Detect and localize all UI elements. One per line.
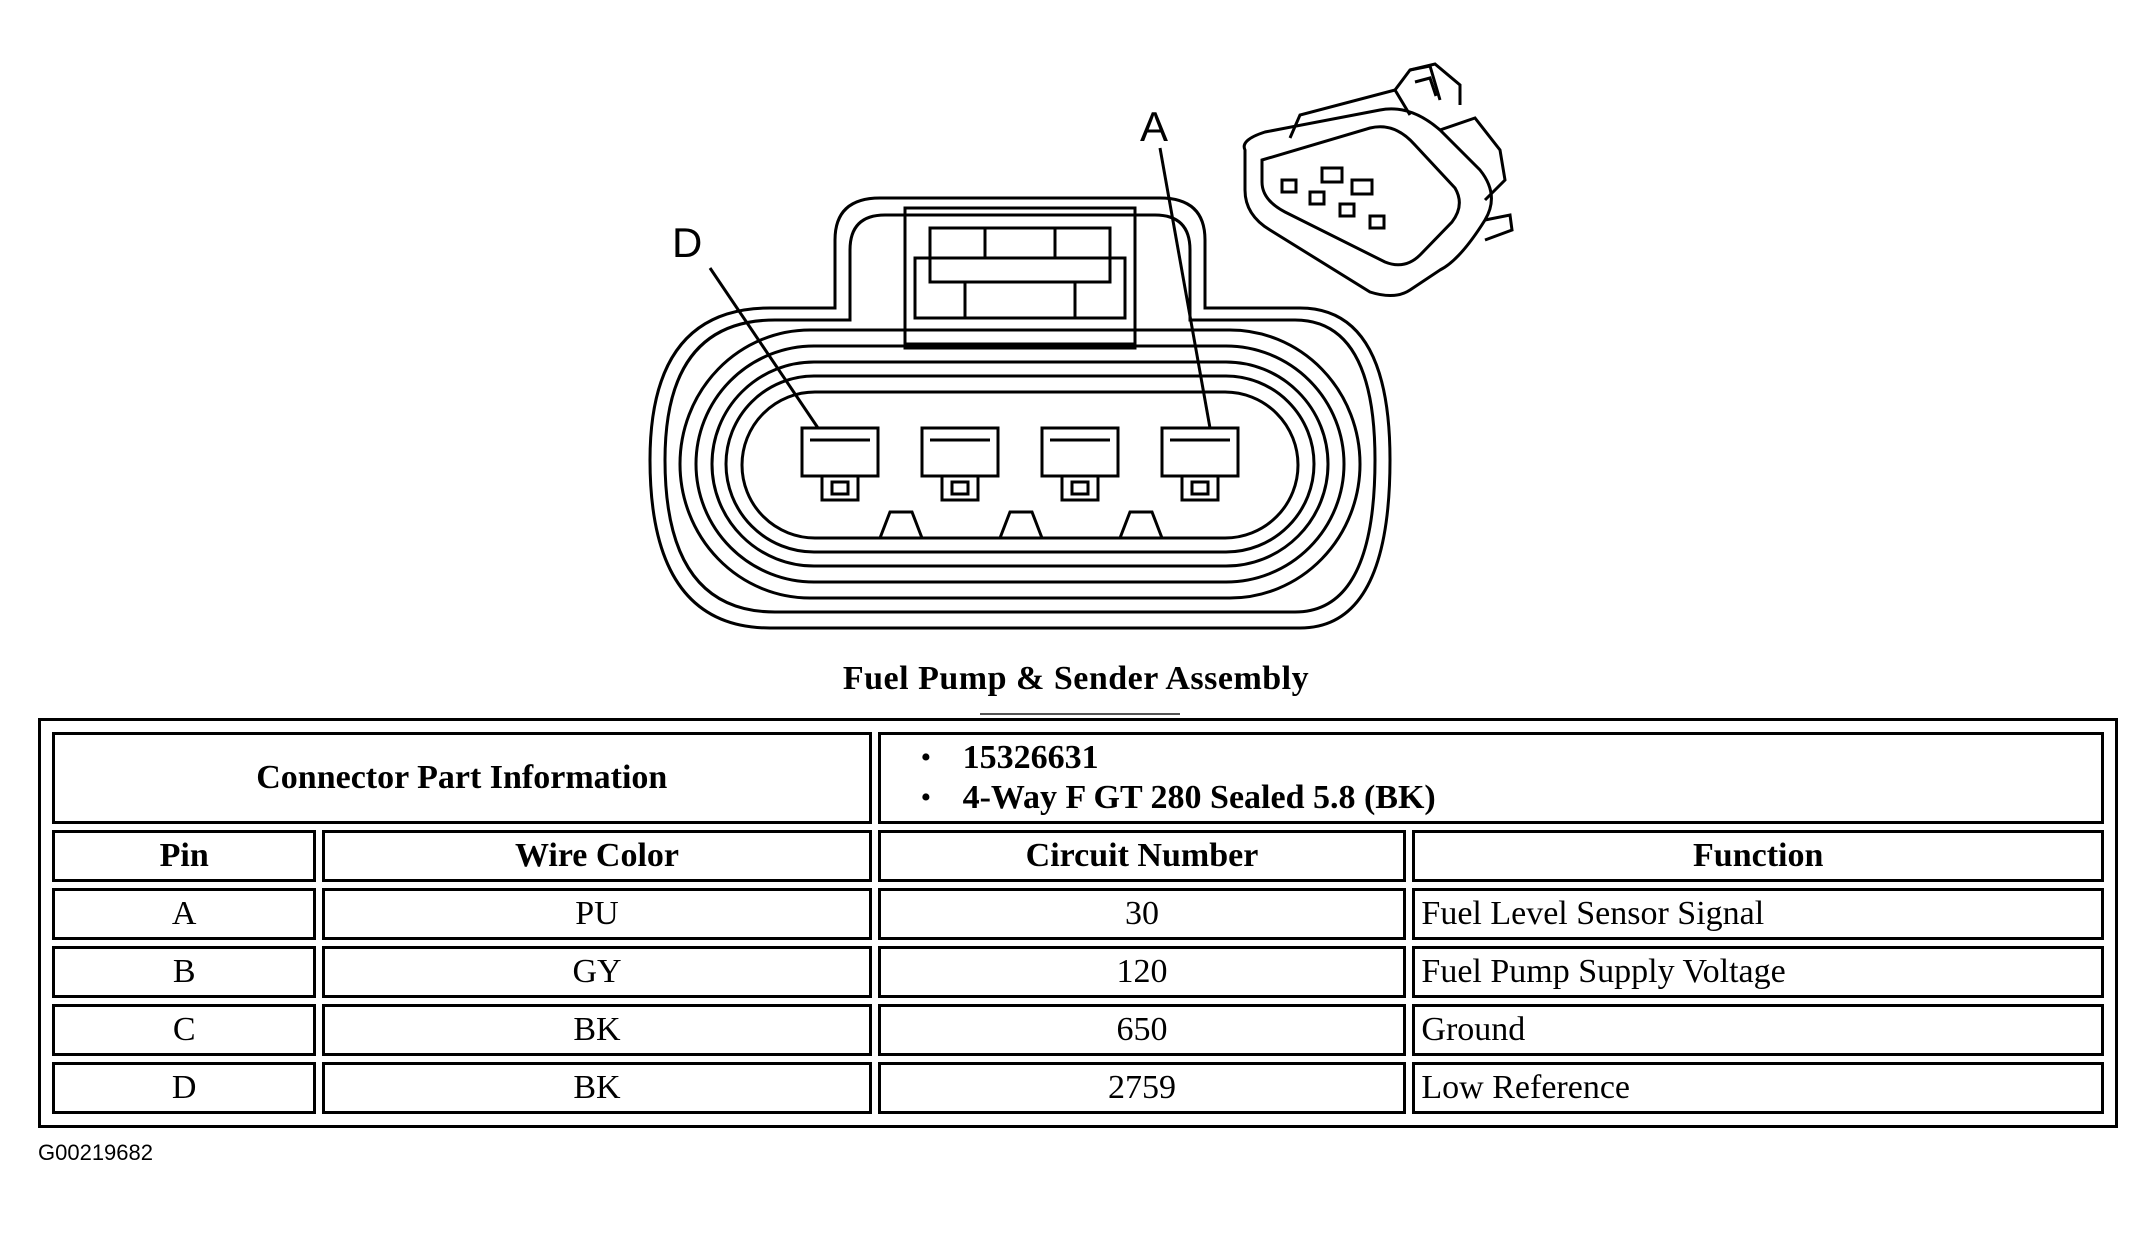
cell-pin: B xyxy=(52,946,317,998)
table-row: D BK 2759 Low Reference xyxy=(52,1062,2104,1114)
connector-part-number: 15326631 xyxy=(921,738,2095,778)
connector-info-row: Connector Part Information 15326631 4-Wa… xyxy=(52,732,2104,824)
cell-circuit-number: 2759 xyxy=(877,1062,1407,1114)
header-wire-color: Wire Color xyxy=(322,830,872,882)
pin-label-d: D xyxy=(672,219,703,266)
cell-function: Fuel Pump Supply Voltage xyxy=(1412,946,2104,998)
figure-id: G00219682 xyxy=(38,1140,153,1165)
table-row: B GY 120 Fuel Pump Supply Voltage xyxy=(52,946,2104,998)
table-header-row: Pin Wire Color Circuit Number Function xyxy=(52,830,2104,882)
connector-info-list: 15326631 4-Way F GT 280 Sealed 5.8 (BK) xyxy=(887,738,2095,818)
cell-circuit-number: 120 xyxy=(877,946,1407,998)
cell-circuit-number: 650 xyxy=(877,1004,1407,1056)
cell-function: Fuel Level Sensor Signal xyxy=(1412,888,2104,940)
cell-circuit-number: 30 xyxy=(877,888,1407,940)
table-row: A PU 30 Fuel Level Sensor Signal xyxy=(52,888,2104,940)
connector-diagram: A D xyxy=(648,62,1514,630)
cell-wire-color: BK xyxy=(322,1062,872,1114)
cell-wire-color: PU xyxy=(322,888,872,940)
connector-face-illustration xyxy=(648,62,1514,630)
title-underline xyxy=(980,713,1180,715)
connector-table-grid: Connector Part Information 15326631 4-Wa… xyxy=(46,726,2110,1120)
header-pin: Pin xyxy=(52,830,317,882)
cell-function: Ground xyxy=(1412,1004,2104,1056)
diagram-title: Fuel Pump & Sender Assembly xyxy=(842,660,1310,697)
connector-info-label: Connector Part Information xyxy=(52,732,872,824)
pin-label-a: A xyxy=(1140,103,1169,150)
header-function: Function xyxy=(1412,830,2104,882)
connector-info-details: 15326631 4-Way F GT 280 Sealed 5.8 (BK) xyxy=(877,732,2104,824)
connector-table: Connector Part Information 15326631 4-Wa… xyxy=(38,718,2118,1128)
cell-pin: C xyxy=(52,1004,317,1056)
table-row: C BK 650 Ground xyxy=(52,1004,2104,1056)
cell-function: Low Reference xyxy=(1412,1062,2104,1114)
cell-pin: A xyxy=(52,888,317,940)
cell-wire-color: GY xyxy=(322,946,872,998)
cell-wire-color: BK xyxy=(322,1004,872,1056)
connector-description: 4-Way F GT 280 Sealed 5.8 (BK) xyxy=(921,778,2095,818)
header-circuit-number: Circuit Number xyxy=(877,830,1407,882)
cell-pin: D xyxy=(52,1062,317,1114)
